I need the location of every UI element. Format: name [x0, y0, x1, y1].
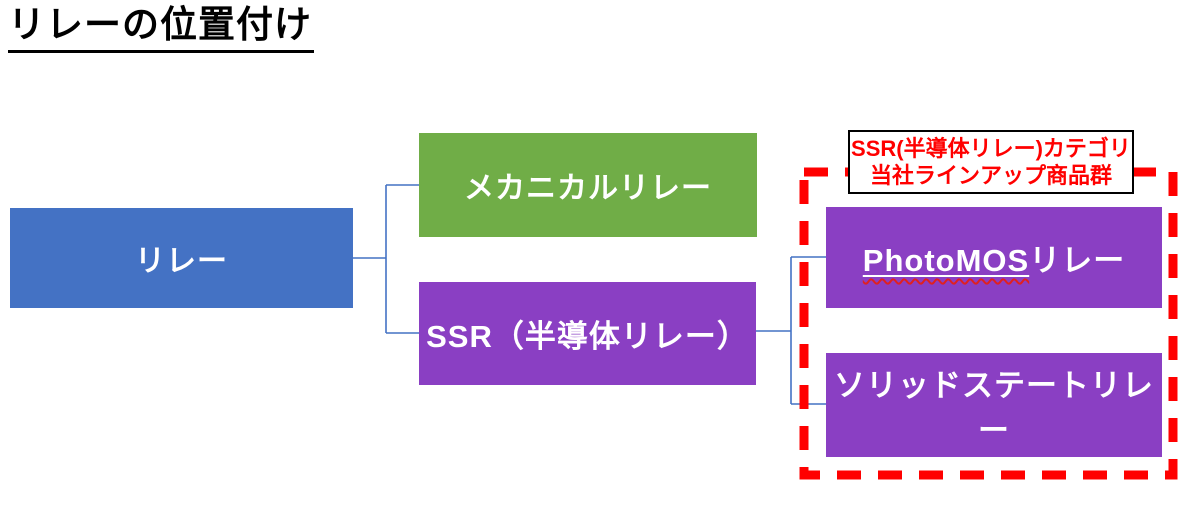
- solid-state-relay-label: ソリッドステートリレー: [834, 368, 1154, 448]
- ssr-box: SSR（半導体リレー）: [419, 282, 756, 385]
- mechanical-relay-label: メカニカルリレー: [464, 172, 712, 205]
- tree-connector-right: [756, 256, 826, 405]
- lineup-callout: SSR(半導体リレー)カテゴリ 当社ラインアップ商品群: [848, 130, 1134, 194]
- photomos-underlined-text: PhotoMOS: [863, 243, 1029, 278]
- lineup-callout-line2: 当社ラインアップ商品群: [869, 163, 1112, 188]
- solid-state-relay-box: ソリッドステートリレー: [826, 353, 1162, 457]
- relay-root-box: リレー: [10, 208, 353, 308]
- page-title: リレーの位置付け: [8, 4, 314, 53]
- tree-connector-left: [353, 184, 419, 334]
- photomos-suffix-text: リレー: [1029, 243, 1126, 278]
- ssr-label: SSR（半導体リレー）: [426, 319, 749, 354]
- mechanical-relay-box: メカニカルリレー: [419, 133, 757, 237]
- photomos-spellcheck-text: PhotoMOS: [862, 243, 1030, 278]
- lineup-callout-line1: SSR(半導体リレー)カテゴリ: [851, 136, 1131, 161]
- photomos-relay-box: PhotoMOSリレー: [826, 207, 1162, 308]
- photomos-relay-label: PhotoMOSリレー: [863, 235, 1125, 280]
- relay-root-label: リレー: [135, 245, 228, 278]
